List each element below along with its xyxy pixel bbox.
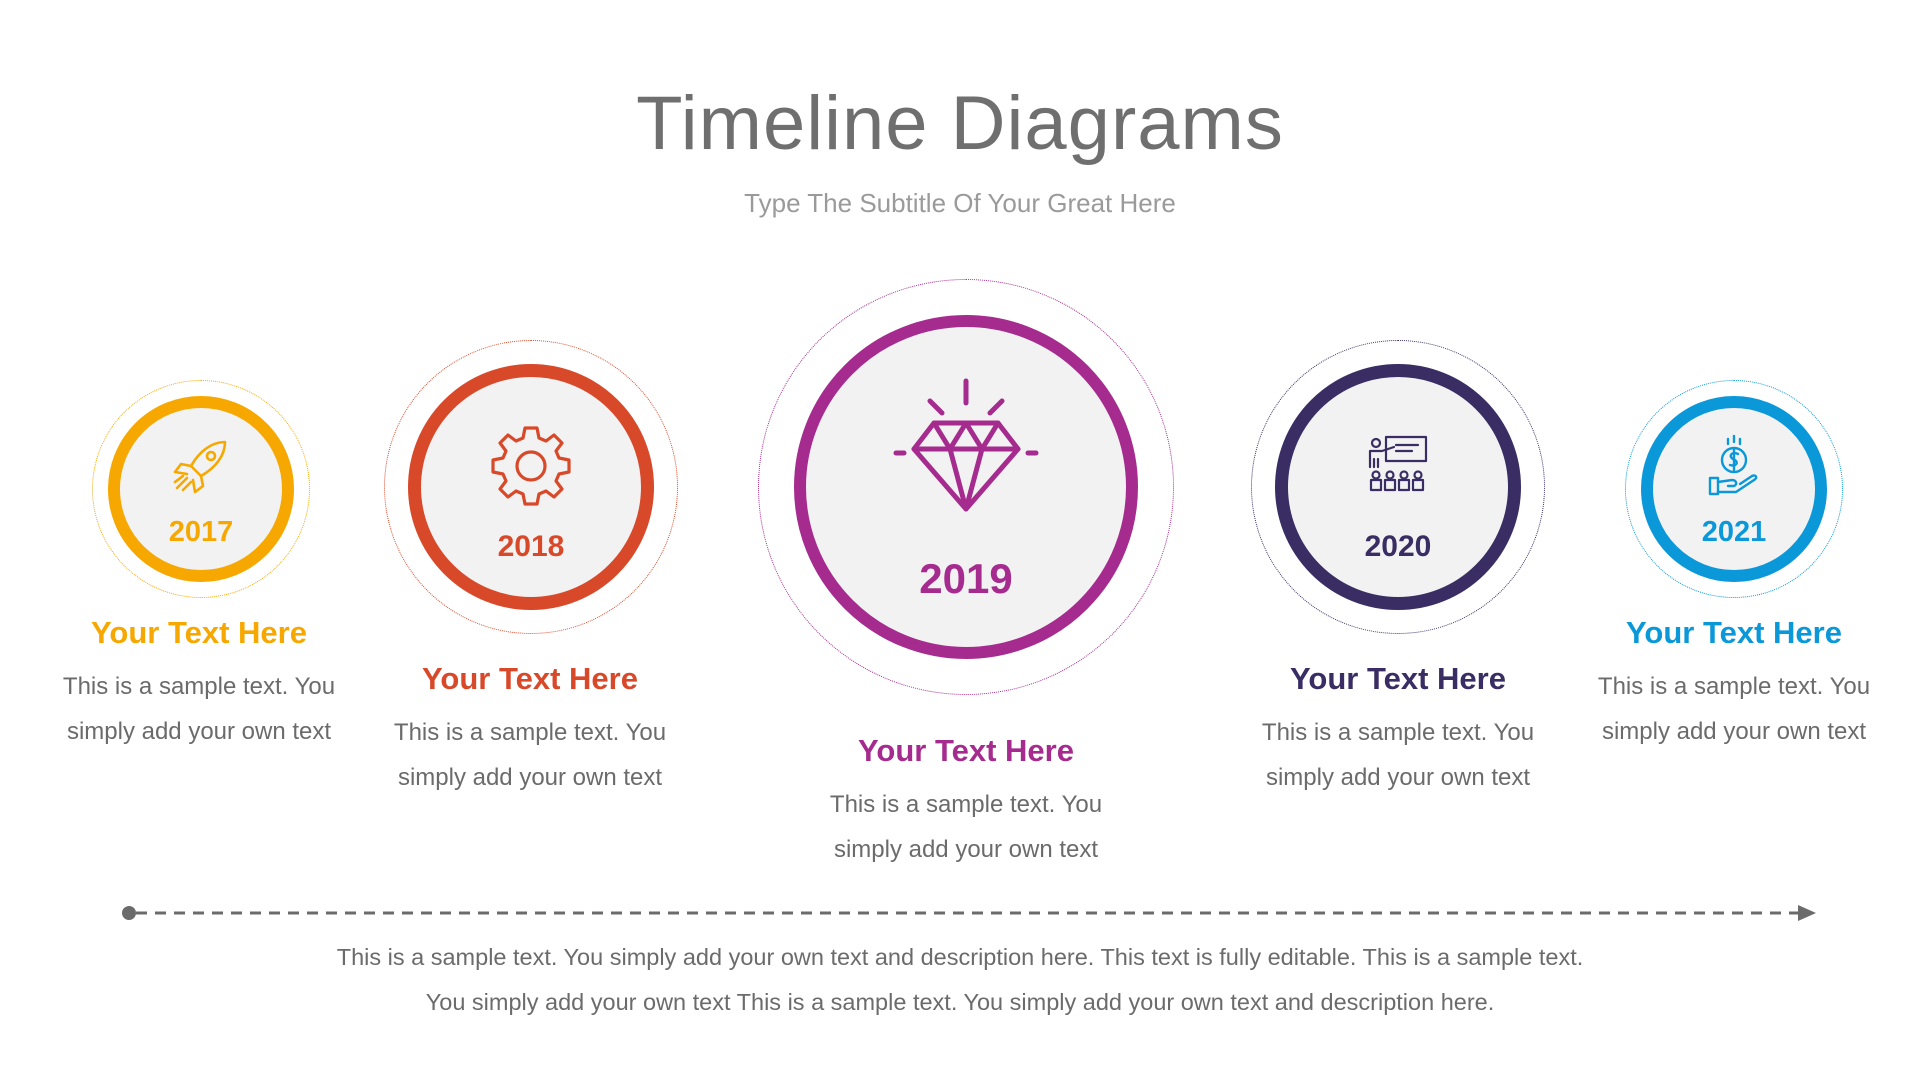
slide-subtitle: Type The Subtitle Of Your Great Here <box>744 188 1176 218</box>
milestone-heading: Your Text Here <box>1626 615 1842 650</box>
axis-arrowhead <box>1798 905 1816 921</box>
description-line: simply add your own text <box>66 718 332 745</box>
milestone-2019: 2019 <box>758 279 1174 695</box>
description-line: This is a sample text. You <box>829 791 1103 818</box>
description-line: This is a sample text. You <box>1261 719 1535 746</box>
milestone-description: This is a sample text. You simply add yo… <box>39 664 359 754</box>
outer-dotted-ring <box>1251 340 1545 634</box>
axis-start-dot <box>122 906 136 920</box>
year-label: 2019 <box>919 555 1013 602</box>
milestone-description: This is a sample text. You simply add yo… <box>806 782 1126 872</box>
money-hand-icon <box>1708 434 1758 496</box>
description-line: This is a sample text. You <box>393 719 667 746</box>
milestone-description: This is a sample text. You simply add yo… <box>1238 710 1558 800</box>
milestone-description: This is a sample text. You simply add yo… <box>370 710 690 800</box>
description-line: simply add your own text <box>833 836 1099 863</box>
footer-line: This is a sample text. You simply add yo… <box>336 944 1584 970</box>
milestone-heading: Your Text Here <box>91 615 307 650</box>
rocket-icon <box>173 440 227 494</box>
gear-icon <box>491 426 571 506</box>
milestone-heading: Your Text Here <box>422 661 638 696</box>
slide-title: Timeline Diagrams <box>636 81 1284 166</box>
diamond-icon <box>893 378 1039 512</box>
milestone-heading: Your Text Here <box>1290 661 1506 696</box>
outer-dotted-ring <box>758 279 1174 695</box>
description-line: simply add your own text <box>1265 764 1531 791</box>
footer-line: You simply add your own text This is a s… <box>425 989 1495 1015</box>
footer-description: This is a sample text. You simply add yo… <box>0 935 1920 1025</box>
milestone-2017: 2017 <box>92 380 310 598</box>
description-line: simply add your own text <box>1601 718 1867 745</box>
outer-dotted-ring <box>384 340 678 634</box>
year-label: 2021 <box>1701 516 1767 548</box>
description-line: This is a sample text. You <box>62 673 336 700</box>
outer-dotted-ring <box>1625 380 1843 598</box>
presentation-icon <box>1368 435 1428 492</box>
description-line: simply add your own text <box>397 764 663 791</box>
milestone-2018: 2018 <box>384 340 678 634</box>
milestone-2021: 2021 <box>1625 380 1843 598</box>
milestone-heading: Your Text Here <box>858 733 1074 768</box>
description-line: This is a sample text. You <box>1597 673 1871 700</box>
milestone-2020: 2020 <box>1251 340 1545 634</box>
milestone-description: This is a sample text. You simply add yo… <box>1574 664 1894 754</box>
year-label: 2020 <box>1364 530 1432 563</box>
outer-dotted-ring <box>92 380 310 598</box>
year-label: 2018 <box>497 530 565 563</box>
year-label: 2017 <box>168 516 234 548</box>
